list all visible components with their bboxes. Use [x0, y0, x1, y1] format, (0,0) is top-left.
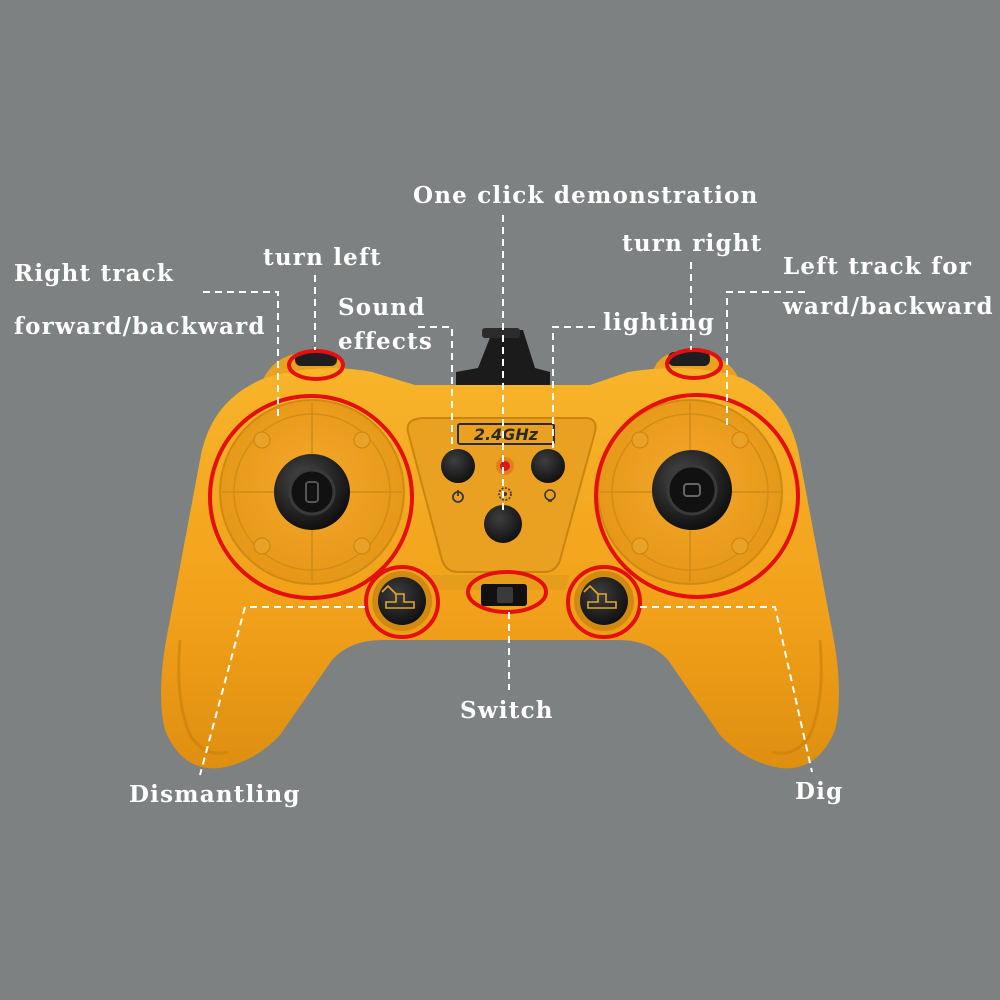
label-left-track-line2: ward/backward: [783, 293, 994, 320]
dig-button[interactable]: [574, 571, 634, 631]
bulb-icon: [544, 489, 556, 502]
highlight-rings: [208, 348, 800, 639]
callout-dismantling: [199, 606, 365, 776]
label-turn-left: turn left: [263, 244, 382, 271]
svg-text:2.4GHz: 2.4GHz: [474, 425, 539, 444]
ring-dig: [566, 565, 642, 639]
demo-button[interactable]: [484, 505, 522, 543]
power-icon: [452, 490, 464, 503]
power-switch[interactable]: [481, 584, 527, 606]
left-joystick[interactable]: [274, 454, 350, 530]
ring-left-joystick: [208, 394, 414, 600]
label-right-track-line2: forward/backward: [14, 313, 266, 340]
label-turn-right: turn right: [622, 230, 763, 257]
label-one-click-demonstration: One click demonstration: [413, 182, 759, 209]
sound-effects-button[interactable]: [441, 449, 475, 483]
ring-switch: [466, 570, 548, 614]
label-sound-line2: effects: [338, 328, 434, 355]
callout-dig: [640, 606, 813, 773]
ring-right-joystick: [594, 393, 800, 599]
callout-lines: [199, 215, 813, 776]
ring-dismantling: [364, 565, 440, 639]
lighting-button[interactable]: [531, 449, 565, 483]
label-switch: Switch: [460, 697, 554, 724]
callout-left-track: [726, 291, 805, 425]
label-sound-line1: Sound: [338, 294, 426, 321]
status-led: [496, 457, 514, 475]
label-right-track-line1: Right track: [14, 260, 175, 287]
callout-right-track: [203, 291, 279, 420]
label-dig: Dig: [795, 778, 844, 805]
dismantling-button[interactable]: [372, 571, 432, 631]
right-joystick[interactable]: [652, 450, 732, 530]
callout-lighting: [552, 326, 595, 450]
excavator-icon: [583, 584, 617, 609]
ring-left-shoulder: [287, 349, 345, 381]
label-left-track-line1: Left track for: [783, 253, 973, 280]
excavator-icon: [381, 584, 415, 609]
label-lighting: lighting: [603, 309, 716, 336]
label-dismantling: Dismantling: [129, 781, 301, 808]
ring-right-shoulder: [665, 348, 723, 380]
